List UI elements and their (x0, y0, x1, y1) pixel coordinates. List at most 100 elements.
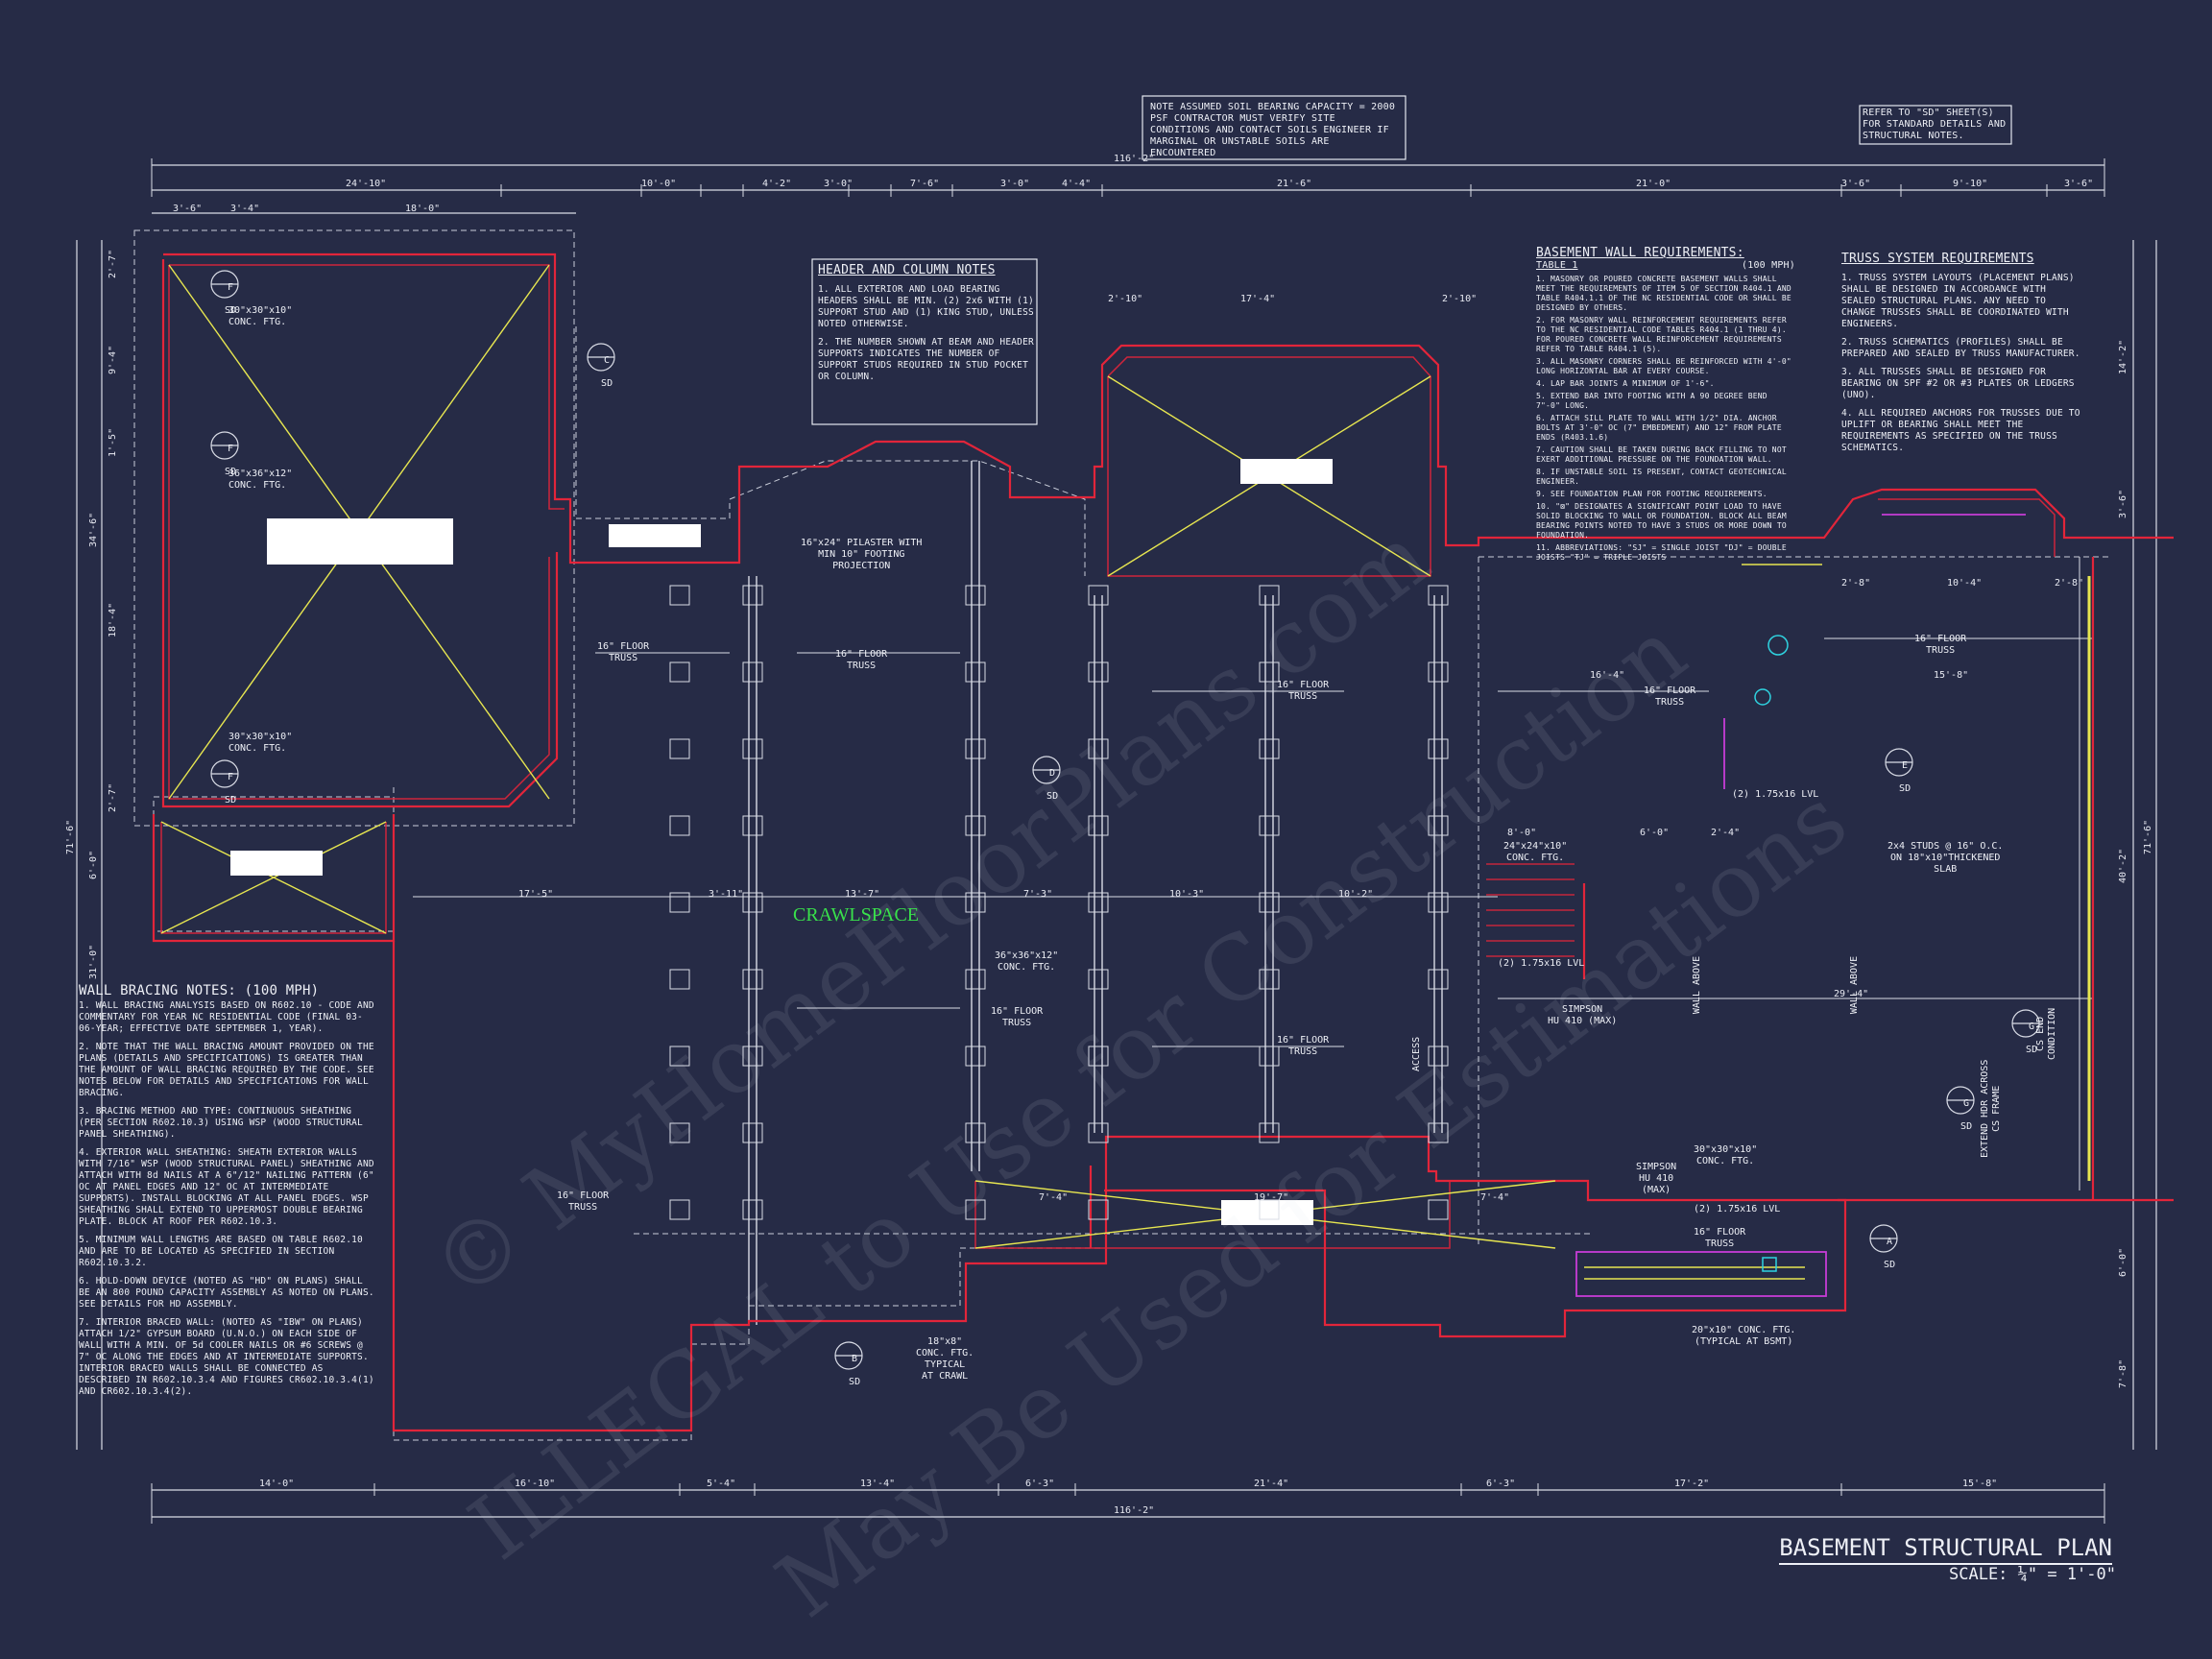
dimension-left: 6'-0" (88, 850, 99, 879)
basement-wall-item: 3. ALL MASONRY CORNERS SHALL BE REINFORC… (1536, 357, 1791, 375)
column-pad (1259, 585, 1280, 606)
refer-note-text: REFER TO "SD" SHEET(S) FOR STANDARD DETA… (1863, 108, 2007, 141)
column-pad (742, 738, 763, 759)
column-pad (1428, 585, 1449, 606)
pilaster-label: 16"x24" PILASTER WITH MIN 10" FOOTING PR… (801, 538, 923, 571)
floor-truss-label: 16" FLOOR TRUSS (1644, 685, 1696, 708)
wall-bracing-heading: WALL BRACING NOTES: (100 MPH) (79, 983, 320, 998)
dimension-top: 3'-6" (1841, 179, 1871, 189)
column-pad (1088, 815, 1109, 836)
footing-label: 36"x36"x12" CONC. FTG. (228, 469, 293, 491)
dimension-mid: 10'-4" (1947, 578, 1983, 589)
dimension-overall: 116'-2" (1114, 154, 1155, 164)
column-pad (742, 815, 763, 836)
dimension-right: 71'-6" (2143, 819, 2153, 854)
marker-top: D (1049, 768, 1056, 779)
column-pad (669, 892, 690, 913)
dimension-mid: 10'-2" (1338, 889, 1374, 900)
column-pad (965, 1046, 986, 1067)
dimension-mid: 2'-10" (1108, 294, 1143, 304)
marker-top: F (228, 282, 234, 293)
dimension-bottom: 13'-4" (860, 1479, 896, 1489)
dimension-mid: 19'-7" (1254, 1192, 1289, 1203)
simpson-label: SIMPSON HU 410 (MAX) (1636, 1162, 1677, 1195)
footing-label: 30"x30"x10" CONC. FTG. (228, 732, 293, 754)
dimension-left: 2'-7" (108, 249, 118, 278)
section-marker: D SD (1035, 757, 1058, 803)
basement-wall-notes: BASEMENT WALL REQUIREMENTS: TABLE 1 (100… (1536, 246, 1795, 565)
footing-label: 18"x8" CONC. FTG. TYPICAL AT CRAWL (916, 1336, 974, 1382)
dimension-left: 2'-7" (108, 782, 118, 812)
column-pad (965, 1122, 986, 1143)
column-pad (669, 1122, 690, 1143)
floor-truss-label: 16" FLOOR TRUSS (1277, 680, 1330, 702)
soil-note-text: NOTE ASSUMED SOIL BEARING CAPACITY = 200… (1150, 102, 1396, 158)
dimension-mid: 17'-4" (1240, 294, 1276, 304)
column-pad (669, 1199, 690, 1220)
column-pad (1088, 969, 1109, 990)
section-marker: C SD (589, 344, 613, 390)
dimension-overall: 116'-2" (1114, 1505, 1155, 1516)
dimension-mid: 7'-4" (1039, 1192, 1069, 1203)
dimension-mid: 13'-7" (845, 889, 880, 900)
refer-note: REFER TO "SD" SHEET(S) FOR STANDARD DETA… (1863, 108, 2008, 142)
column-pad (1428, 815, 1449, 836)
dimension-mid: 16'-4" (1590, 670, 1625, 681)
dimension-top: 3'-0" (1000, 179, 1030, 189)
dimension-mid: 2'-4" (1711, 828, 1741, 838)
section-marker: G SD (2014, 1010, 2037, 1056)
column-pad (1088, 1199, 1109, 1220)
soil-note: NOTE ASSUMED SOIL BEARING CAPACITY = 200… (1142, 96, 1406, 165)
column-pad (1259, 1122, 1280, 1143)
section-marker: F SD (213, 271, 236, 317)
footing-label: 30"x30"x10" CONC. FTG. (1694, 1144, 1758, 1166)
column-pad (1259, 1046, 1280, 1067)
marker-bottom: SD (1884, 1260, 1896, 1270)
section-marker: F SD (213, 760, 236, 806)
floor-truss-label: 16" FLOOR TRUSS (1914, 634, 1967, 656)
section-marker: G SD (1949, 1087, 1972, 1133)
footing-label: 36"x36"x12" CONC. FTG. (995, 950, 1059, 973)
dimension-left: 9'-4" (108, 345, 118, 374)
marker-bottom: SD (225, 795, 237, 805)
marker-bottom: SD (1960, 1121, 1973, 1132)
column-pad (965, 815, 986, 836)
dimension-top2: 3'-6" (173, 204, 203, 214)
studs-label: 2x4 STUDS @ 16" O.C. ON 18"x10"THICKENED… (1887, 841, 2004, 875)
sheet-title: BASEMENT STRUCTURAL PLAN (1779, 1534, 2112, 1565)
wall-bracing-item: 4. EXTERIOR WALL SHEATHING: SHEATH EXTER… (79, 1147, 374, 1227)
basement-wall-item: 2. FOR MASONRY WALL REINFORCEMENT REQUIR… (1536, 316, 1787, 353)
basement-wall-table: TABLE 1 (1536, 260, 1578, 271)
footing-label: 30"x30"x10" CONC. FTG. (228, 305, 293, 327)
marker-bottom: SD (225, 305, 237, 316)
truss-heading: TRUSS SYSTEM REQUIREMENTS (1841, 252, 2034, 266)
column-pad (1088, 892, 1109, 913)
dimension-mid: 15'-8" (1934, 670, 1969, 681)
dimension-top: 4'-2" (762, 179, 792, 189)
section-marker: E SD (1887, 749, 1911, 795)
dimension-left: 71'-6" (65, 819, 76, 854)
dimension-right: 40'-2" (2118, 848, 2128, 883)
basement-wall-item: 6. ATTACH SILL PLATE TO WALL WITH 1/2" D… (1536, 414, 1782, 442)
cs-end-label: CS END CONDITION (2035, 1007, 2057, 1060)
dimension-bottom: 17'-2" (1674, 1479, 1710, 1489)
dimension-top: 4'-4" (1062, 179, 1092, 189)
dimension-mid: 10'-3" (1169, 889, 1205, 900)
column-pad (742, 585, 763, 606)
basement-wall-item: 7. CAUTION SHALL BE TAKEN DURING BACK FI… (1536, 445, 1787, 464)
dimension-mid: 17'-5" (518, 889, 554, 900)
dimension-mid: 29'-4" (1834, 989, 1869, 999)
column-pad (742, 1199, 763, 1220)
column-pad (1428, 661, 1449, 683)
column-pad (669, 661, 690, 683)
column-pad (965, 892, 986, 913)
column-pad (1088, 738, 1109, 759)
column-pad (1088, 661, 1109, 683)
footing-label: 24"x24"x10" CONC. FTG. (1503, 841, 1568, 863)
basement-wall-item: 11. ABBREVIATIONS: "SJ" = SINGLE JOIST "… (1536, 543, 1787, 562)
dimension-bottom: 16'-10" (515, 1479, 556, 1489)
dimension-bottom: 6'-3" (1486, 1479, 1516, 1489)
column-pad (1428, 892, 1449, 913)
dimension-top2: 3'-4" (230, 204, 260, 214)
wall-above-label: WALL ABOVE (1692, 955, 1703, 1015)
